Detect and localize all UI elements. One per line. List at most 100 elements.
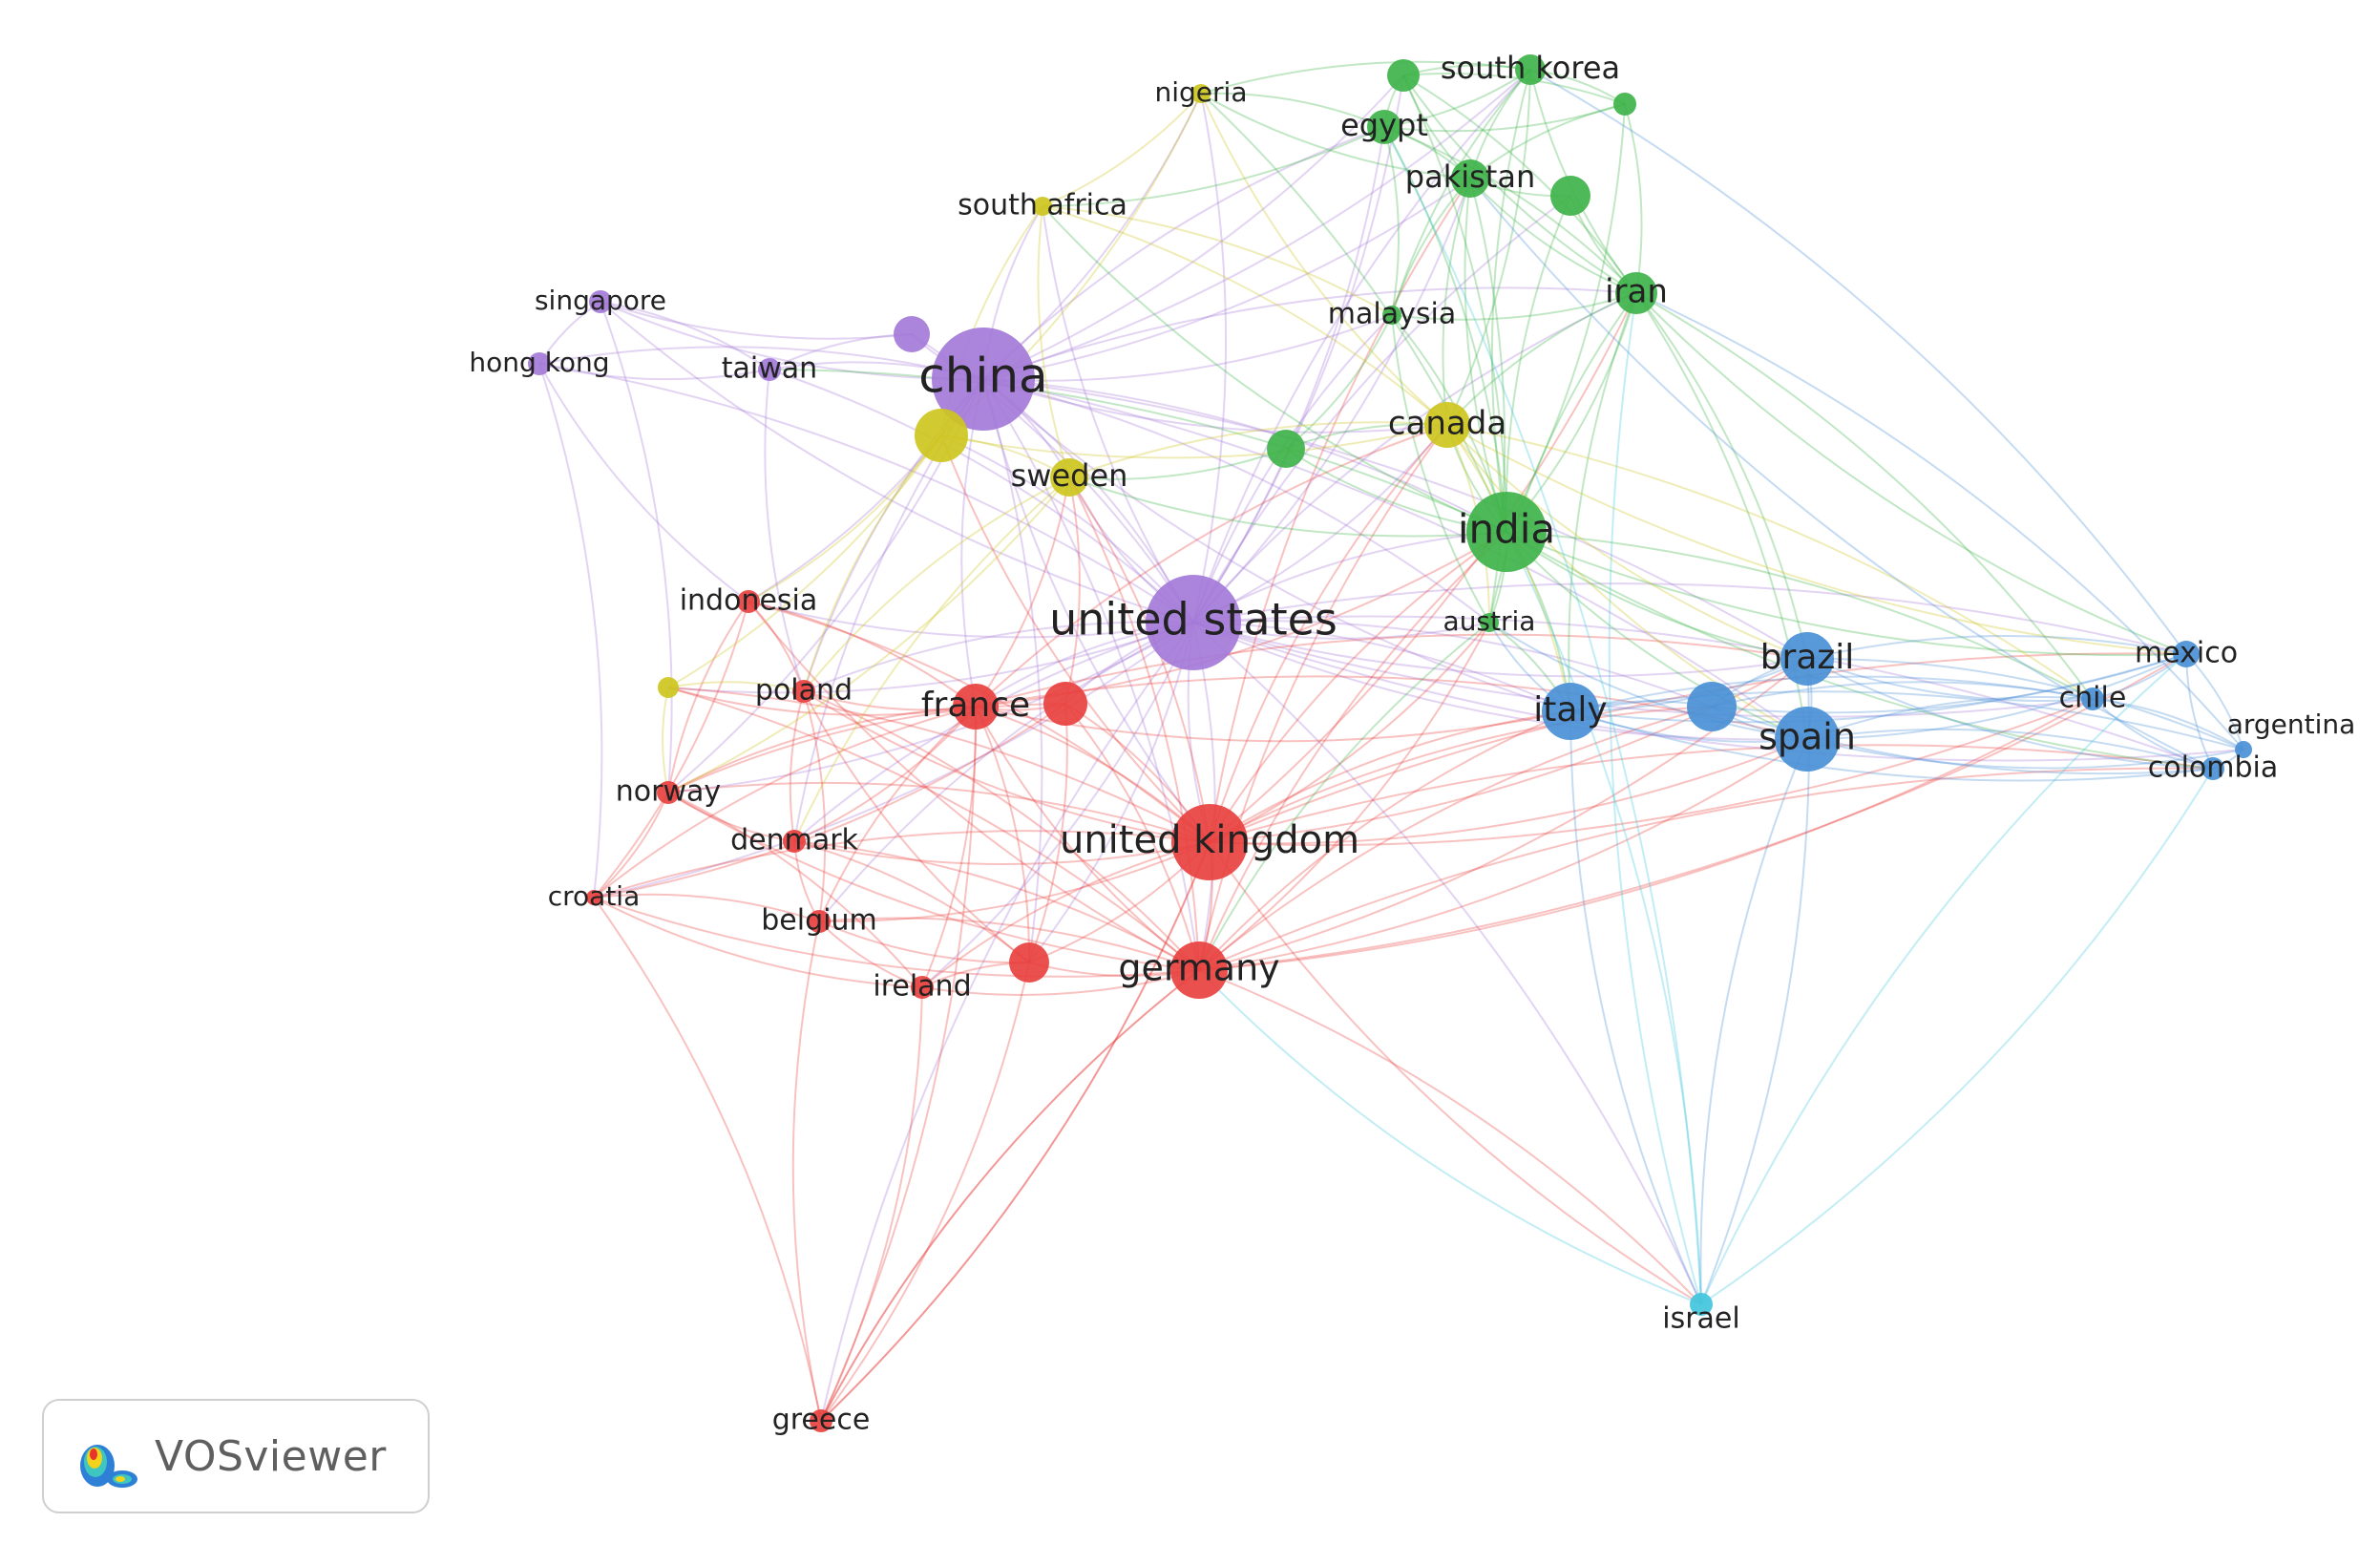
node-brazil[interactable] [1780,632,1834,686]
link-united-kingdom-pakistan [1209,178,1471,843]
link-united-states-greece [820,622,1194,1422]
link-united-kingdom-blue-unlabeled [1209,706,1713,843]
node-yellow-unlabeled-2[interactable] [658,677,679,698]
node-canada[interactable] [1424,402,1470,448]
node-argentina[interactable] [2235,741,2252,758]
node-denmark[interactable] [783,830,806,853]
node-label-china: china [918,349,1047,404]
node-purple-unlabeled[interactable] [894,316,930,352]
link-germany-italy [1198,710,1571,971]
link-china-spain [982,378,1808,740]
link-yellow-unlabeled-1-yellow-unlabeled-2 [667,434,942,688]
link-india-taiwan [769,369,1507,533]
link-china-egypt [982,126,1385,380]
link-italy-chile [1569,675,2094,712]
node-south-korea[interactable] [1515,54,1546,85]
link-egypt-south-korea [1383,69,1531,128]
node-green-unlabeled-3[interactable] [1613,93,1636,116]
node-italy[interactable] [1542,683,1599,740]
link-india-south-africa [1042,205,1507,533]
node-poland[interactable] [792,680,815,703]
link-red-unlabeled-2-sweden [1064,476,1081,705]
node-taiwan[interactable] [758,358,781,381]
link-china-singapore [600,301,984,381]
logo-text: VOSviewer [155,1432,387,1481]
node-united-states[interactable] [1146,575,1241,670]
link-greece-belgium [791,920,822,1422]
link-chile-argentina [2092,698,2244,751]
node-egypt[interactable] [1367,110,1401,144]
link-united-states-croatia [593,622,1194,899]
node-red-unlabeled-1[interactable] [1009,942,1049,983]
link-france-sweden [975,476,1070,708]
link-united-kingdom-italy [1209,710,1571,843]
link-canada-mexico [1446,424,2187,655]
node-norway[interactable] [657,781,680,804]
link-south-korea-nigeria [1200,60,1531,95]
node-yellow-unlabeled-1[interactable] [915,409,968,462]
node-spain[interactable] [1775,707,1840,772]
node-malaysia[interactable] [1382,306,1401,325]
node-green-unlabeled-4[interactable] [1267,430,1305,468]
node-mexico[interactable] [2173,641,2200,667]
node-chile[interactable] [2081,687,2104,710]
link-china-south-korea [982,69,1531,380]
link-israel-germany [1198,969,1702,1305]
node-belgium[interactable] [808,910,831,933]
link-spain-colombia [1806,728,2214,770]
link-italy-israel [1569,710,1702,1305]
link-united-kingdom-belgium [818,841,1211,923]
node-label-india: india [1458,506,1555,553]
link-red-unlabeled-1-belgium [818,920,1030,964]
node-croatia[interactable] [586,890,601,905]
node-red-unlabeled-2[interactable] [1043,682,1087,726]
link-ireland-greece [820,986,923,1422]
node-south-africa[interactable] [1033,197,1052,216]
link-united-kingdom-greece [820,841,1211,1422]
link-germany-austria [1198,622,1490,971]
node-blue-unlabeled[interactable] [1687,682,1737,731]
link-united-states-green-unlabeled-1 [1192,74,1404,624]
link-south-africa-nigeria [1042,93,1202,207]
node-green-unlabeled-2[interactable] [1550,176,1590,216]
node-israel[interactable] [1690,1293,1713,1316]
node-colombia[interactable] [2201,757,2224,780]
node-singapore[interactable] [589,290,612,313]
link-united-kingdom-yellow-unlabeled-1 [940,434,1211,843]
node-hong-kong[interactable] [528,352,551,375]
node-pakistan[interactable] [1451,159,1489,198]
link-india-mexico [1506,531,2187,657]
link-india-green-unlabeled-2 [1505,195,1571,533]
node-germany[interactable] [1170,941,1228,999]
node-ireland[interactable] [911,976,934,999]
node-china[interactable] [932,328,1035,431]
link-germany-sweden [1068,476,1200,971]
node-united-kingdom[interactable] [1171,804,1248,880]
link-hong-kong-indonesia [538,363,749,603]
node-indonesia[interactable] [737,590,760,613]
node-austria[interactable] [1480,613,1499,632]
link-united-states-indonesia [748,601,1194,639]
link-argentina-iran [1635,292,2244,751]
node-label-malaysia: malaysia [1328,298,1456,331]
link-spain-austria [1488,622,1808,740]
link-france-croatia [593,706,977,899]
node-green-unlabeled-1[interactable] [1387,59,1420,92]
link-spain-mexico [1806,653,2187,740]
link-germany-belgium [818,917,1200,971]
link-canada-yellow-unlabeled-1 [940,424,1448,459]
link-norway-croatia [593,792,669,899]
node-label-canada: canada [1388,405,1506,443]
vosviewer-logo-icon [80,1445,137,1488]
link-pakistan-nigeria [1200,93,1471,180]
link-united-states-mexico [1192,582,2187,655]
node-france[interactable] [953,684,999,730]
link-france-ireland [921,706,978,988]
node-greece[interactable] [810,1409,832,1432]
node-sweden[interactable] [1050,458,1088,497]
link-sweden-south-africa [1037,205,1070,478]
link-india-colombia [1506,531,2214,770]
node-iran[interactable] [1615,272,1657,314]
node-india[interactable] [1466,492,1547,572]
node-nigeria[interactable] [1191,84,1211,103]
